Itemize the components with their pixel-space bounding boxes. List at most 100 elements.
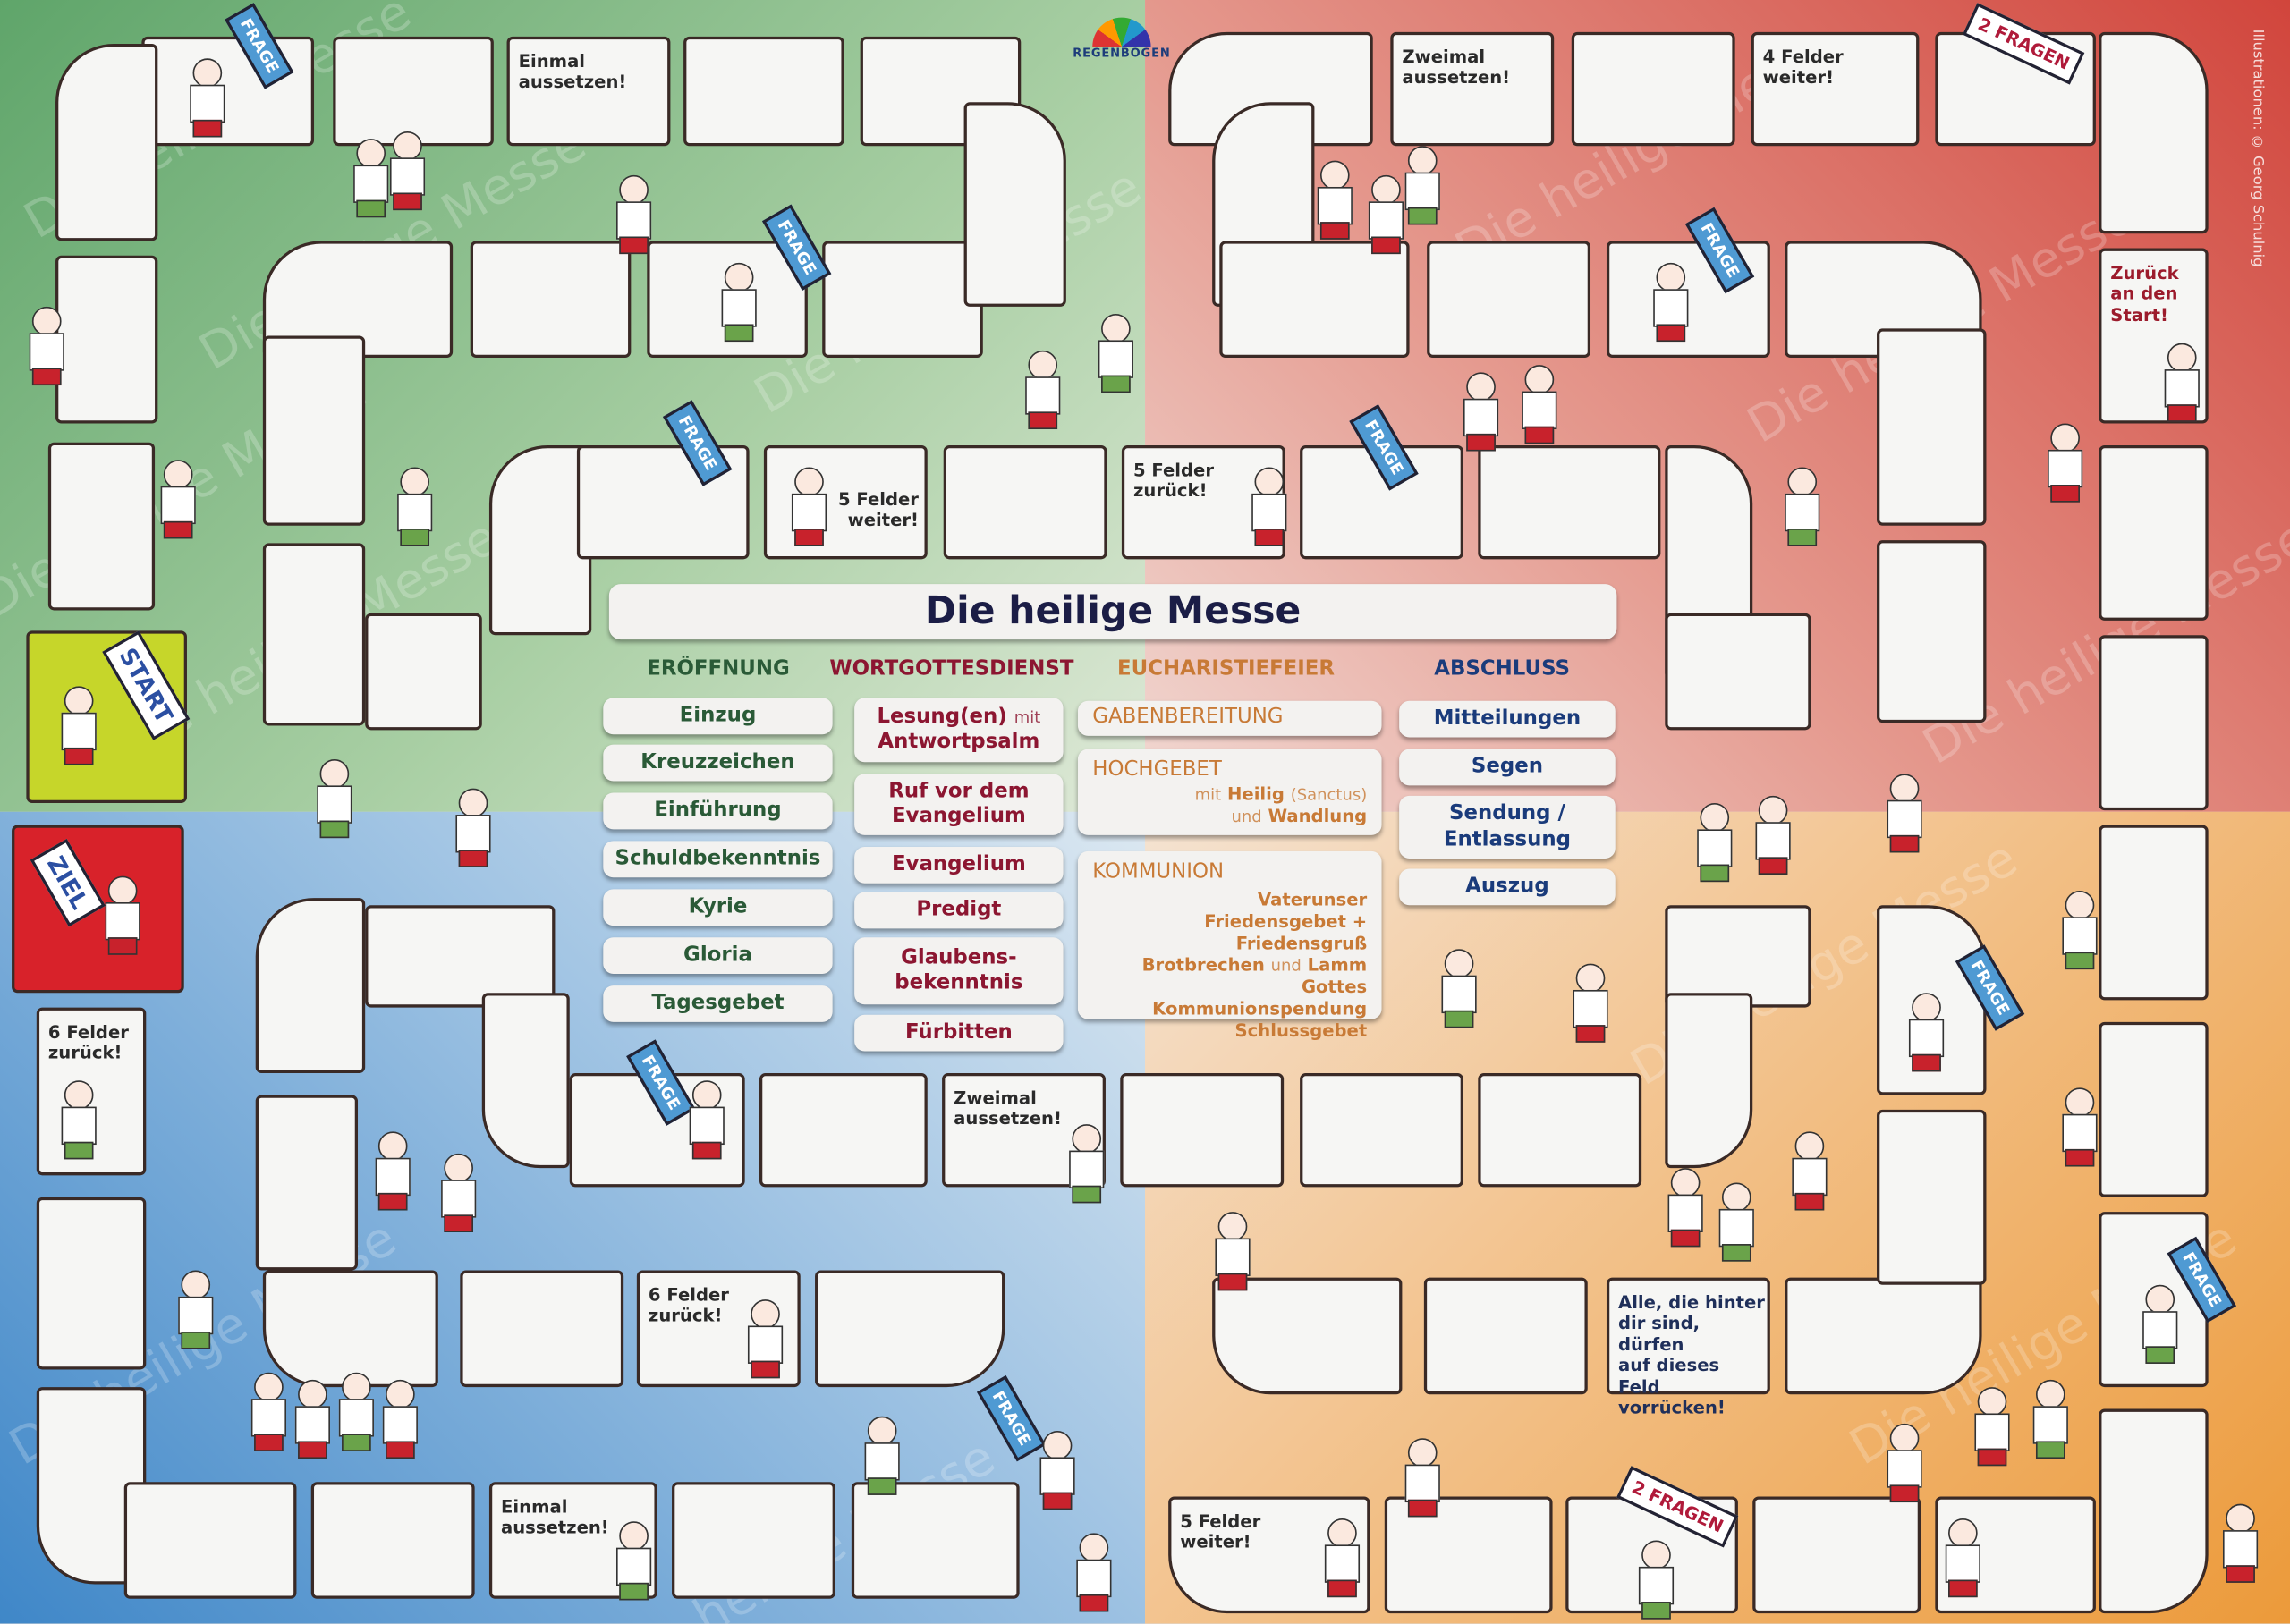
head-icon bbox=[181, 1270, 211, 1300]
skirt-icon bbox=[2065, 1148, 2095, 1167]
head-icon bbox=[1101, 314, 1131, 343]
board-field[interactable]: Einmal aussetzen! bbox=[506, 36, 671, 147]
skirt-icon bbox=[444, 1214, 473, 1232]
board-field[interactable] bbox=[262, 543, 366, 726]
board-field[interactable] bbox=[759, 1073, 928, 1188]
mass-overview-panel: Die heilige Messe ERÖFFNUNG WORTGOTTESDI… bbox=[591, 572, 1628, 1069]
skirt-icon bbox=[1444, 1010, 1474, 1028]
board-field[interactable] bbox=[1877, 328, 1987, 526]
board-field[interactable] bbox=[262, 1270, 438, 1388]
skirt-icon bbox=[163, 520, 193, 539]
step-label: Auszug bbox=[1465, 874, 1549, 898]
regenbogen-logo: REGENBOGEN bbox=[1064, 17, 1181, 60]
board-field[interactable] bbox=[2099, 825, 2209, 1001]
skirt-icon bbox=[2050, 485, 2080, 503]
head-icon bbox=[192, 58, 223, 88]
board-field[interactable] bbox=[1665, 993, 1753, 1169]
altar-server-figure bbox=[249, 1372, 287, 1454]
board-field[interactable] bbox=[1212, 1277, 1403, 1395]
skirt-icon bbox=[1217, 1273, 1248, 1291]
board-field[interactable] bbox=[963, 102, 1066, 307]
board-field[interactable] bbox=[141, 36, 315, 147]
board-field[interactable] bbox=[1427, 241, 1591, 359]
board-field[interactable] bbox=[2099, 635, 2209, 811]
board-field[interactable] bbox=[1665, 613, 1811, 731]
field-instruction: 5 Felder weiter! bbox=[837, 488, 919, 531]
board-field[interactable] bbox=[262, 335, 366, 526]
robe-icon bbox=[791, 493, 827, 532]
board-field[interactable] bbox=[1877, 540, 1987, 723]
board-field[interactable] bbox=[333, 36, 494, 147]
board-field[interactable] bbox=[2099, 31, 2209, 234]
board-field[interactable] bbox=[365, 613, 482, 731]
board-field[interactable] bbox=[310, 1482, 475, 1599]
head-icon bbox=[724, 262, 754, 292]
step-label: Lesung(en) bbox=[877, 704, 1007, 728]
head-icon bbox=[1371, 174, 1401, 205]
board-field[interactable] bbox=[672, 1482, 835, 1599]
board-field[interactable] bbox=[943, 444, 1107, 560]
robe-icon bbox=[1792, 1157, 1828, 1197]
board-field[interactable] bbox=[822, 241, 983, 359]
board-field[interactable] bbox=[815, 1270, 1005, 1388]
robe-icon bbox=[2048, 449, 2083, 488]
board-field[interactable] bbox=[255, 898, 366, 1074]
head-icon bbox=[377, 1131, 408, 1161]
altar-server-figure bbox=[157, 460, 196, 541]
board-field[interactable] bbox=[1423, 1277, 1588, 1395]
board-field[interactable] bbox=[55, 255, 158, 424]
step-label: HOCHGEBET bbox=[1092, 757, 1222, 782]
altar-server-figure bbox=[58, 686, 97, 767]
board-field[interactable] bbox=[1785, 1277, 1982, 1395]
step-segen: Segen bbox=[1399, 749, 1616, 786]
board-field[interactable]: 4 Felder weiter! bbox=[1751, 31, 1920, 147]
board-field[interactable] bbox=[2099, 1021, 2209, 1197]
board-field[interactable] bbox=[1877, 1109, 1987, 1285]
altar-server-figure bbox=[453, 788, 491, 870]
board-field[interactable] bbox=[683, 36, 844, 147]
robe-icon bbox=[178, 1296, 214, 1335]
skirt-icon bbox=[2226, 1565, 2255, 1583]
board-field[interactable] bbox=[1571, 31, 1735, 147]
board-field[interactable] bbox=[460, 1270, 624, 1388]
board-field[interactable] bbox=[481, 993, 570, 1169]
robe-icon bbox=[1945, 1544, 1980, 1583]
board-field[interactable] bbox=[851, 1482, 1020, 1599]
step-label: Mitteilungen bbox=[1433, 706, 1582, 730]
altar-server-figure bbox=[2161, 343, 2200, 425]
board-field[interactable]: 6 Felder zurück! bbox=[636, 1270, 801, 1388]
board-field[interactable] bbox=[1752, 1496, 1921, 1614]
robe-icon bbox=[317, 785, 352, 824]
board-field[interactable] bbox=[47, 442, 156, 611]
board-field[interactable] bbox=[365, 905, 556, 1008]
board-field[interactable] bbox=[55, 43, 158, 241]
board-field[interactable]: 5 Felder weiter! bbox=[763, 444, 928, 560]
robe-icon bbox=[294, 1406, 330, 1444]
board-field[interactable] bbox=[1300, 1073, 1463, 1188]
board-field[interactable] bbox=[123, 1482, 297, 1599]
board-field[interactable] bbox=[2099, 444, 2209, 621]
head-icon bbox=[393, 131, 422, 161]
board-field[interactable] bbox=[1219, 241, 1410, 359]
board-field[interactable] bbox=[36, 1197, 147, 1370]
step-label: GABENBEREITUNG bbox=[1092, 705, 1284, 729]
board-field[interactable] bbox=[470, 241, 632, 359]
field-instruction: 5 Felder zurück! bbox=[1132, 460, 1215, 502]
board-field[interactable] bbox=[2099, 1408, 2209, 1614]
altar-server-figure bbox=[351, 139, 389, 220]
altar-server-figure bbox=[2220, 1503, 2259, 1586]
board-field[interactable] bbox=[1478, 1073, 1642, 1188]
board-field[interactable] bbox=[1665, 905, 1811, 1008]
board-field[interactable] bbox=[255, 1095, 359, 1271]
head-icon bbox=[1889, 774, 1920, 803]
step-label: KOMMUNION bbox=[1092, 859, 1225, 884]
skirt-icon bbox=[107, 937, 138, 955]
board-field[interactable] bbox=[1478, 444, 1661, 560]
board-field[interactable] bbox=[1120, 1073, 1285, 1188]
head-icon bbox=[2035, 1379, 2065, 1409]
board-field[interactable]: Zweimal aussetzen! bbox=[1390, 31, 1555, 147]
board-field[interactable]: Alle, die hinter dir sind, dürfen auf di… bbox=[1606, 1277, 1770, 1417]
step-label: Einzug bbox=[679, 703, 757, 727]
head-icon bbox=[458, 788, 488, 818]
skirt-icon bbox=[1912, 1053, 1941, 1072]
